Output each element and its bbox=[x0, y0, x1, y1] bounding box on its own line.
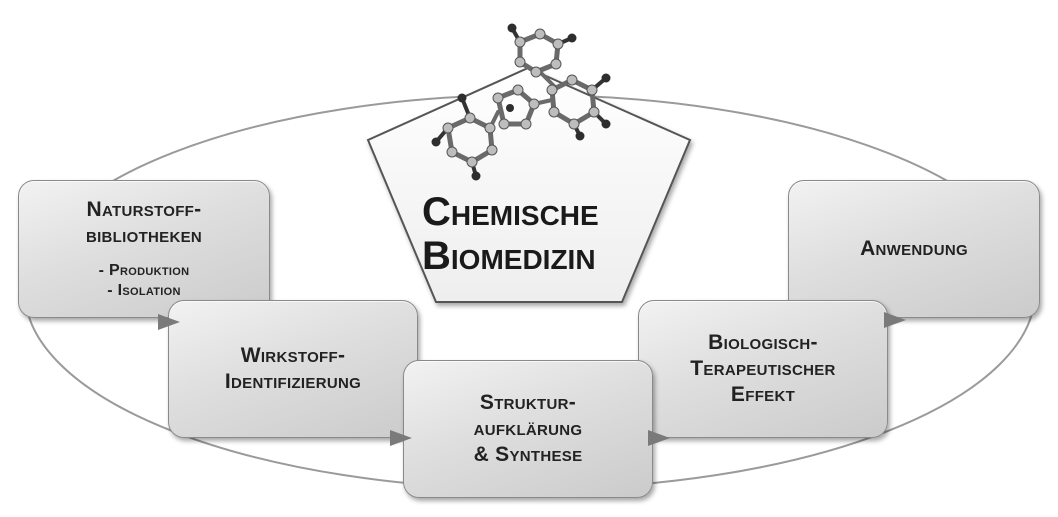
step-anwendung-box: Anwendung bbox=[788, 180, 1040, 318]
naturstoff-line1: Naturstoff- bbox=[86, 198, 202, 221]
naturstoff-sub2: - Isolation bbox=[107, 282, 181, 299]
biologisch-line2: Terapeutischer bbox=[690, 357, 836, 380]
struktur-line3: & Synthese bbox=[473, 443, 583, 466]
molecule-icon bbox=[431, 23, 611, 181]
biologisch-line3: Effekt bbox=[730, 383, 796, 406]
wirkstoff-line1: Wirkstoff- bbox=[240, 344, 346, 367]
struktur-line1: Struktur- bbox=[479, 391, 577, 414]
naturstoff-line2: bibliotheken bbox=[85, 224, 203, 247]
naturstoff-sub1: - Produktion bbox=[98, 262, 190, 279]
step-biologisch-box: Biologisch- Terapeutischer Effekt bbox=[638, 300, 888, 438]
anwendung-line1: Anwendung bbox=[860, 237, 968, 260]
step-struktur-box: Struktur- aufklärung & Synthese bbox=[403, 360, 653, 498]
center-title-line1: Chemische bbox=[422, 190, 599, 234]
wirkstoff-line2: Identifizierung bbox=[224, 370, 362, 393]
step-naturstoff-box: Naturstoff- bibliotheken - Produktion - … bbox=[18, 180, 270, 318]
struktur-line2: aufklärung bbox=[473, 417, 583, 440]
biologisch-line1: Biologisch- bbox=[708, 331, 818, 354]
step-wirkstoff-box: Wirkstoff- Identifizierung bbox=[168, 300, 418, 438]
center-title: Chemische Biomedizin bbox=[400, 190, 650, 278]
center-title-line2: Biomedizin bbox=[422, 234, 596, 278]
